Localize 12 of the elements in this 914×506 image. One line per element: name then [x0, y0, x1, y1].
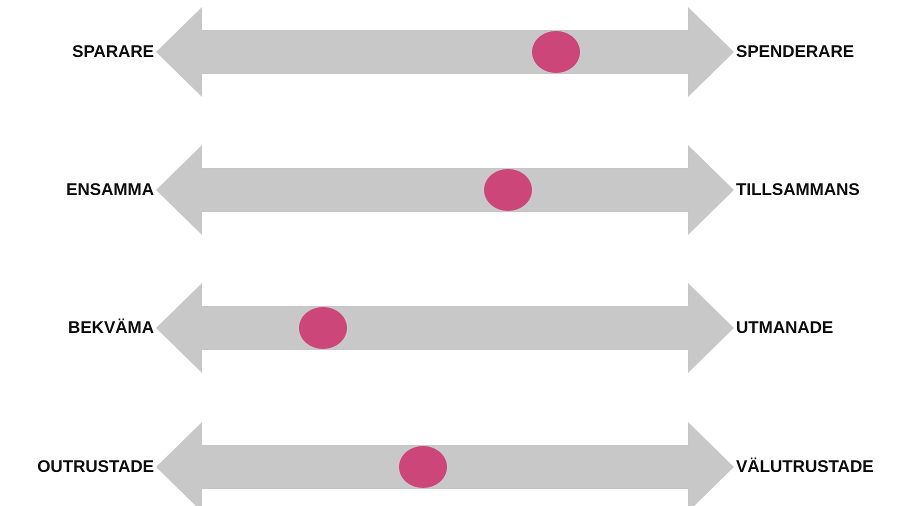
scale-end-label: OUTRUSTADE [37, 455, 154, 479]
scale-end-label: SPENDERARE [736, 40, 854, 64]
double-arrow [156, 422, 734, 506]
scale-end-label: SPARARE [72, 40, 154, 64]
double-arrow [156, 145, 734, 235]
scale-end-label: TILLSAMMANS [736, 178, 860, 202]
double-arrow [156, 7, 734, 97]
scale-end-label: VÄLUTRUSTADE [736, 455, 874, 479]
scale-end-label: ENSAMMA [66, 178, 154, 202]
scale-end-label: BEKVÄMA [68, 316, 154, 340]
double-arrow [156, 283, 734, 373]
scale-end-label: UTMANADE [736, 316, 834, 340]
